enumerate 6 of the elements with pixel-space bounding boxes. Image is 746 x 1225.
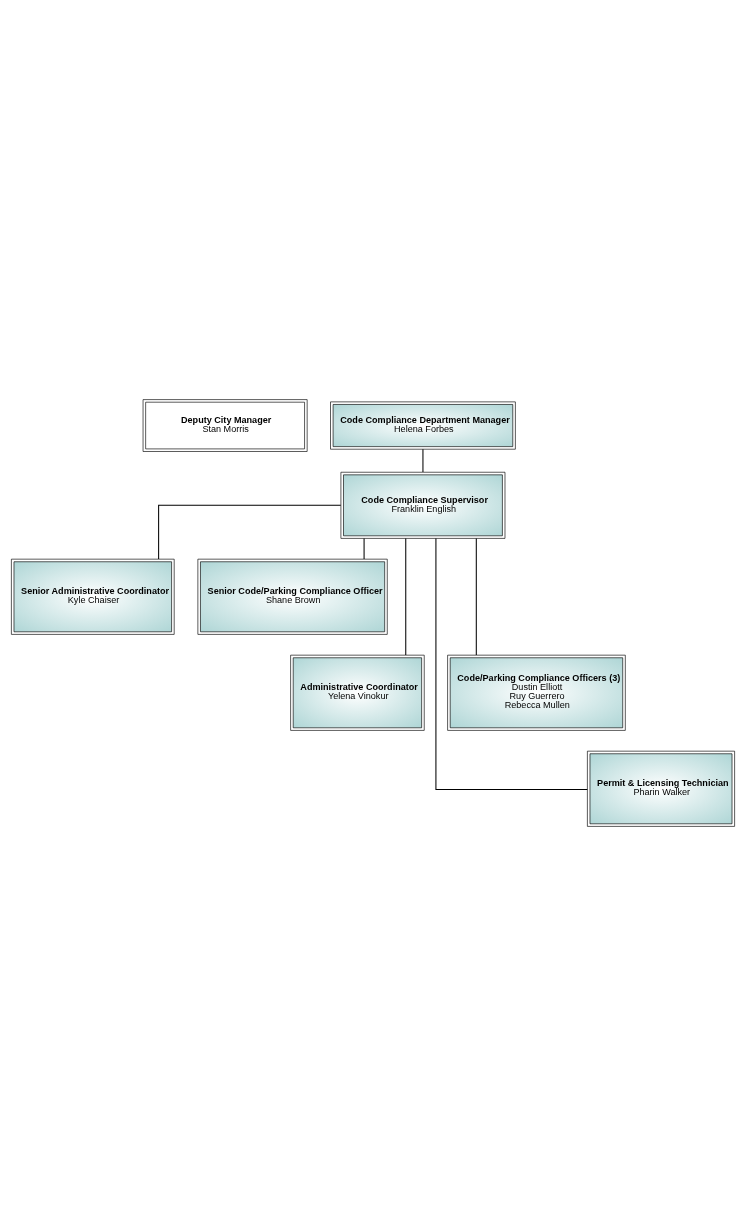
connector bbox=[422, 448, 424, 473]
connector bbox=[158, 504, 342, 560]
connector bbox=[405, 537, 407, 656]
connector bbox=[435, 537, 588, 790]
connector bbox=[475, 537, 477, 656]
connector bbox=[363, 537, 365, 560]
